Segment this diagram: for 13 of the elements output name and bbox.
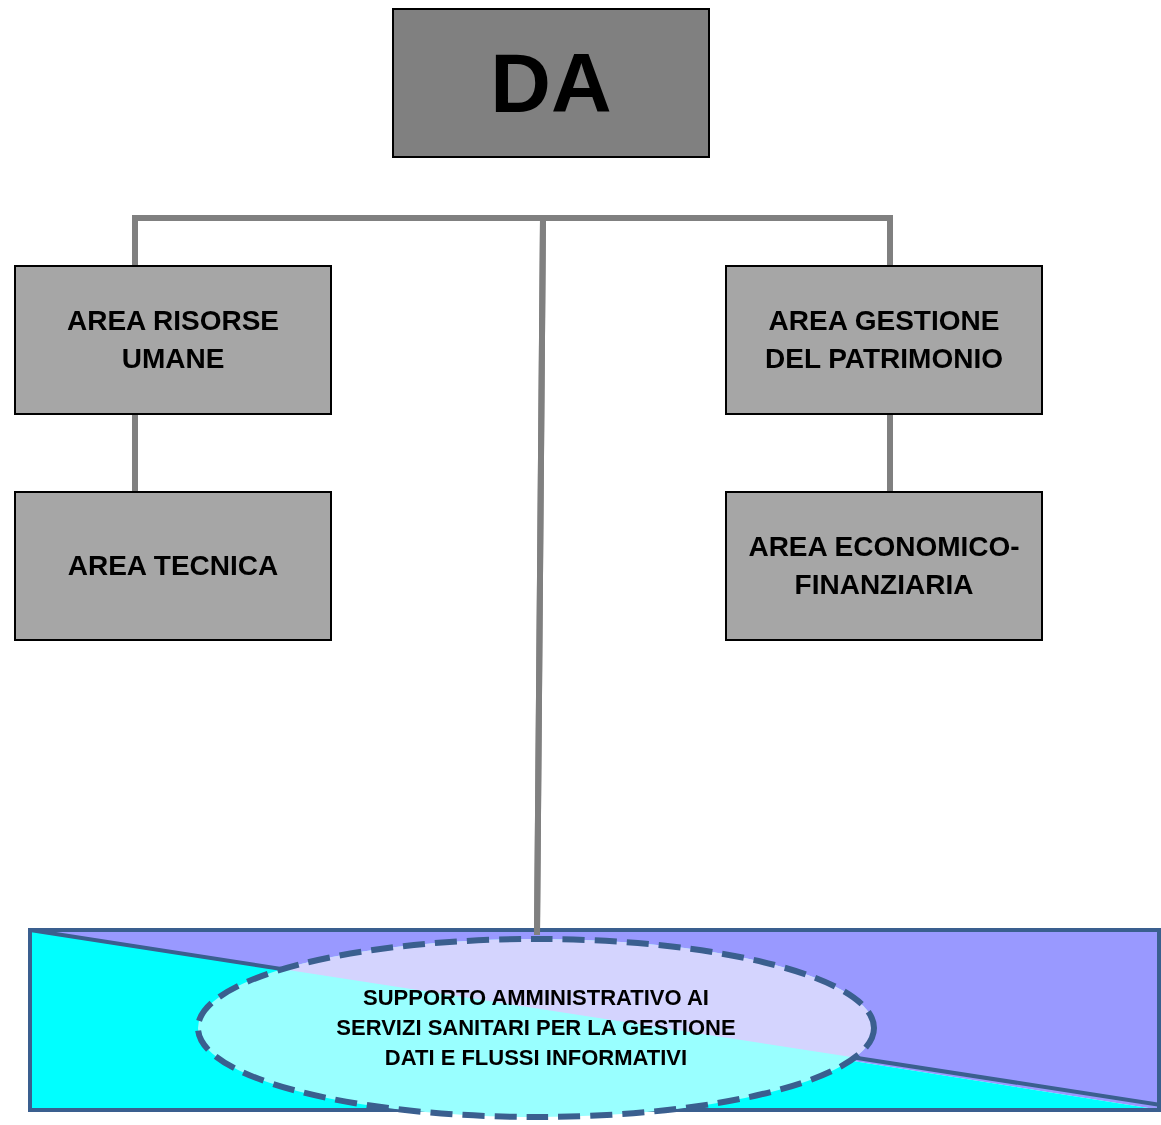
area-label: AREA GESTIONE DEL PATRIMONIO [764, 304, 1004, 376]
area-box [14, 491, 332, 641]
title-text: DA [490, 41, 612, 125]
area-label: AREA ECONOMICO- FINANZIARIA [747, 530, 1021, 602]
area-label: AREA RISORSE UMANE [65, 304, 281, 376]
area-box [14, 265, 332, 415]
connector-line [132, 415, 138, 491]
area-box [725, 491, 1043, 641]
area-label: SUPPORTO AMMINISTRATIVO AI SERVIZI SANITARI PER LA GESTIONE DATI E FLUSSI INFORMATIVI [336, 984, 736, 1072]
area-label: AREA TECNICA [67, 549, 279, 584]
connector-line [887, 415, 893, 491]
area-box [725, 265, 1043, 415]
title-box [392, 8, 710, 158]
